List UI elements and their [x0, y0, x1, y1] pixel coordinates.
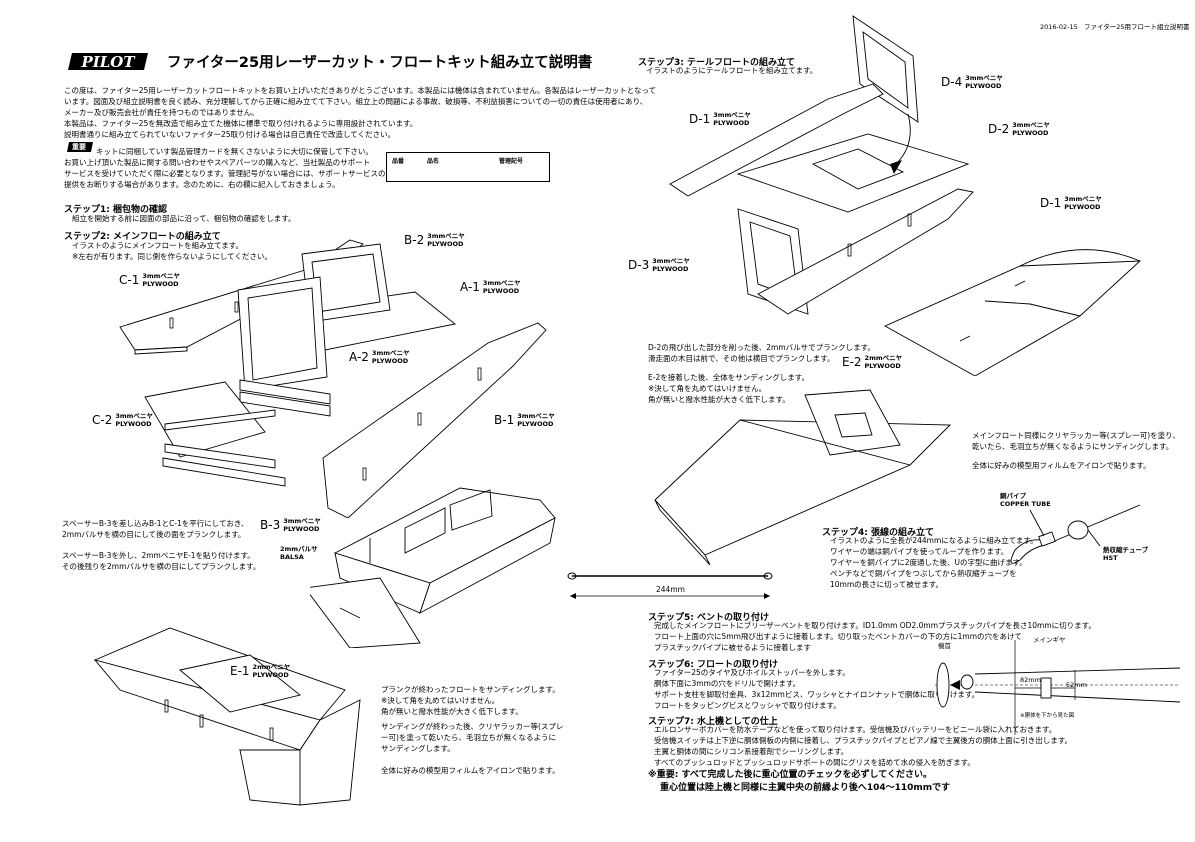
wire-length-drawing — [567, 572, 773, 599]
float-frame-drawing — [310, 487, 556, 648]
tail-float-exploded-drawing — [669, 15, 974, 315]
nose-label: 機首 — [938, 642, 951, 650]
step2-note-film: 全体に好みの模型用フィルムをアイロンで貼ります。 — [381, 766, 560, 775]
b1-side-panel-drawing — [322, 322, 547, 518]
step3-note-d2: D-2の飛び出した部分を削った後、2mmバルサでプランクします。 滑走面の木目は… — [648, 343, 875, 363]
logo-text: PILOT — [80, 53, 136, 71]
cg-position: 重心位置は陸上機と同様に主翼中央の前縁より後へ104〜110mmです — [660, 783, 951, 793]
pilot-logo: PILOT — [64, 49, 152, 71]
important-badge-label: 重要 — [72, 143, 86, 151]
step1-title: ステップ1: 梱包物の確認 — [64, 205, 167, 215]
main-float-exploded-drawing — [119, 239, 457, 487]
important-badge: 重要 — [66, 141, 94, 153]
step2-note-spacer: スペーサーB-3を差し込みB-1とC-1を平行にしておき、 2mmバルサを横の目… — [62, 519, 249, 539]
important-cg-check: ※重要: すべて完成した後に重心位置のチェックを必ずしてください。 — [648, 770, 932, 780]
header-date-code: 2016-02-15 ファイター25用フロート組立説明書 — [1040, 23, 1190, 31]
fuselage-bottom-view-drawing — [935, 640, 1181, 735]
bottom-view-note: ※胴体を下から見た図 — [1020, 713, 1075, 719]
step4-text: イラストのように全長が244mmになるように組み立てます。 ワイヤーの端は銅パイ… — [830, 536, 1038, 589]
dim-82mm: 82mm — [1020, 676, 1041, 684]
step3-note-lacquer: メインフロート同様にクリヤラッカー等(スプレー可)を塗り、 乾いたら、毛羽立ちが… — [972, 431, 1180, 451]
step2-text: イラストのようにメインフロートを組み立てます。 ※左右が有ります。同じ側を作らな… — [72, 241, 272, 261]
main-gear-label: メインギヤ — [1033, 636, 1066, 644]
intro-text: この度は、ファイター25用レーザーカットフロートキットをお買い上げいただきありが… — [64, 86, 657, 139]
step1-text: 組立を開始する前に図面の部品に沿って、梱包物の確認をします。 — [72, 214, 296, 223]
notice-text: キットに同梱していす製品管理カードを無くさないように大切に保管して下さい。 お買… — [64, 147, 386, 189]
wire-length-label: 244mm — [656, 585, 685, 594]
box-label-part-no: 品番 — [392, 158, 405, 165]
step5-text: 完成したメインフロートにブリーザーベントを取り付けます。ID1.0mm OD2.… — [654, 621, 1096, 652]
step7-text: エルロンサーボカバーを防水テープなどを使って取り付けます。受信機及びバッテリーを… — [654, 725, 1073, 767]
registration-box: 品番 品名 管理記号 — [386, 152, 550, 182]
step3-text: イラストのようにテールフロートを組み立てます。 — [646, 66, 818, 75]
step6-title: ステップ6: フロートの取り付け — [648, 660, 778, 670]
step2-note-sanding: プランクが終わったフロートをサンディングします。 ※決して角を丸めてはいけません… — [381, 685, 560, 716]
tail-float-planking-drawing — [883, 249, 1142, 376]
step3-note-e2: E-2を接着した後、全体をサンディングします。 ※決して角を丸めてはいけません。… — [648, 373, 809, 404]
step7-title: ステップ7: 水上機としての仕上 — [648, 717, 778, 727]
planked-float-drawing — [93, 627, 361, 806]
box-label-control-code: 管理記号 — [499, 158, 524, 165]
step2-note-lacquer: サンディングが終わった後、クリヤラッカー等(スプレ ー可)を塗って乾いたら、毛羽… — [381, 722, 564, 753]
wire-loop-drawing — [1010, 504, 1141, 564]
dim-52mm: 52mm — [1066, 681, 1087, 689]
step2-note-e1: スペーサーB-3を外し、2mmベニヤE-1を貼り付けます。 その後残りを2mmバ… — [62, 551, 261, 571]
step3-note-film: 全体に好みの模型用フィルムをアイロンで貼ります。 — [972, 461, 1151, 470]
step3-title: ステップ3: テールフロートの組み立て — [638, 58, 795, 68]
finished-tail-float-drawing — [654, 389, 952, 565]
step2-title: ステップ2: メインフロートの組み立て — [64, 232, 221, 242]
step4-title: ステップ4: 張線の組み立て — [822, 528, 934, 538]
step6-text: ファイター25のタイヤ及びホイルストッパーを外します。 胴体下面に3mmの穴をド… — [654, 668, 980, 710]
step5-title: ステップ5: ベントの取り付け — [648, 613, 769, 623]
page-title: ファイター25用レーザーカット・フロートキット組み立て説明書 — [167, 55, 593, 71]
box-label-name: 品名 — [427, 158, 440, 165]
